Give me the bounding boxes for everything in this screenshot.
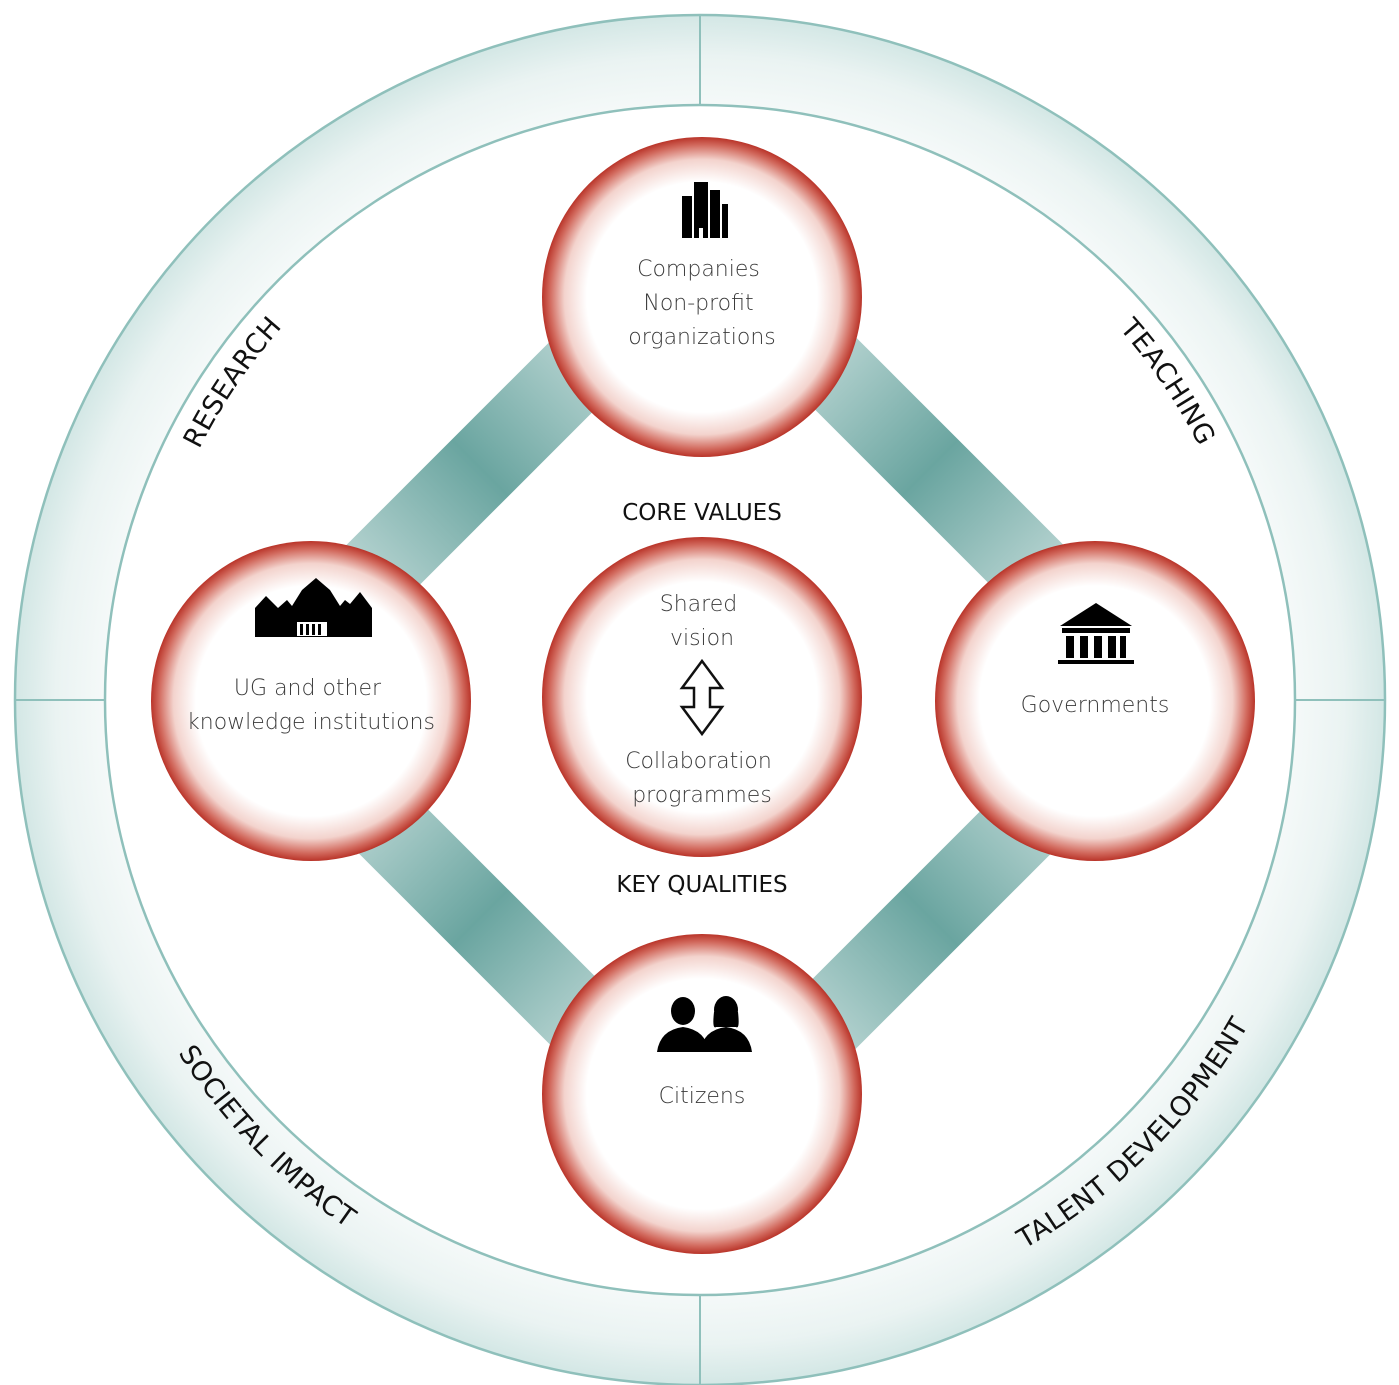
center-bottom-label: Collaboration programmes bbox=[625, 749, 779, 808]
node-governments-label: Governments bbox=[1021, 693, 1170, 718]
government-building-icon bbox=[1058, 603, 1134, 664]
double-arrow-vertical-icon bbox=[679, 658, 725, 737]
university-building-icon bbox=[255, 578, 372, 637]
node-center: Shared vision Collaboration programmes bbox=[542, 537, 862, 857]
center-top-label: Shared vision bbox=[660, 592, 744, 651]
node-companies: Companies Non-profit organizations bbox=[542, 137, 862, 457]
node-governments: Governments bbox=[935, 541, 1255, 861]
node-knowledge-institutions: UG and other knowledge institutions bbox=[151, 541, 471, 861]
node-companies-label: Companies Non-profit organizations bbox=[628, 257, 776, 350]
core-values-heading: CORE VALUES bbox=[622, 500, 782, 526]
key-qualities-heading: KEY QUALITIES bbox=[616, 872, 787, 898]
node-knowledge-institutions-label: UG and other knowledge institutions bbox=[187, 676, 435, 735]
people-icon bbox=[657, 996, 752, 1052]
node-citizens-label: Citizens bbox=[659, 1084, 746, 1109]
node-citizens: Citizens bbox=[542, 934, 862, 1254]
buildings-icon bbox=[682, 182, 728, 238]
